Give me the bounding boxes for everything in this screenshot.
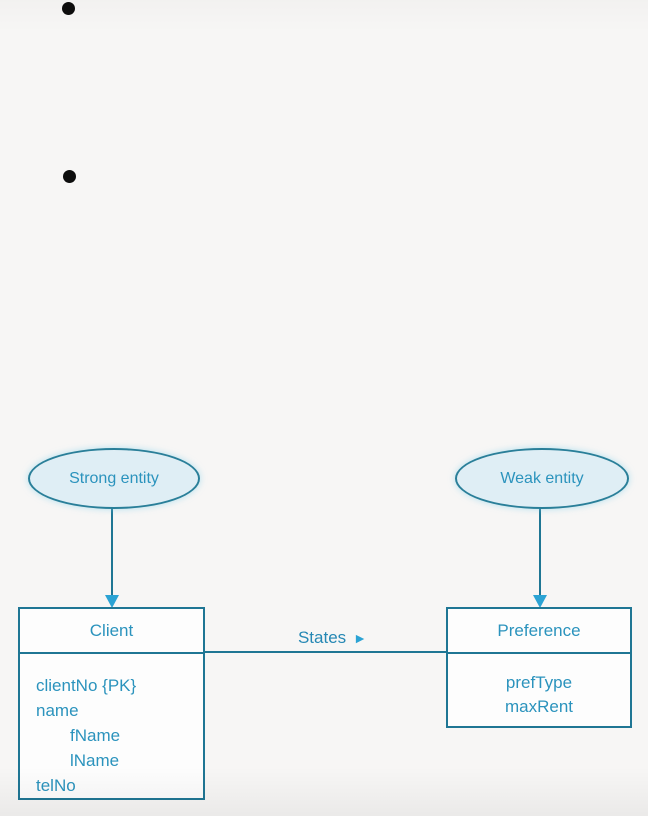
bullet-icon xyxy=(63,170,76,183)
entity-client-title: Client xyxy=(20,609,203,654)
entity-preference-title: Preference xyxy=(448,609,630,654)
entity-client-attributes: clientNo {PK} name fName lName telNo xyxy=(20,654,203,798)
strong-entity-legend-oval: Strong entity xyxy=(28,448,200,509)
arrow-right-icon: ► xyxy=(353,630,368,646)
entity-preference: Preference prefType maxRent xyxy=(446,607,632,728)
bullet-icon xyxy=(62,2,75,15)
attribute-clientno: clientNo {PK} xyxy=(36,676,137,695)
weak-entity-legend-label: Weak entity xyxy=(500,469,584,487)
attribute-name: name xyxy=(36,701,79,720)
attribute-telno: telNo xyxy=(36,776,76,795)
relationship-name: States xyxy=(297,628,347,647)
entity-preference-attributes: prefType maxRent xyxy=(448,654,630,719)
attribute-lname: lName xyxy=(70,751,120,770)
entity-client: Client clientNo {PK} name fName lName te… xyxy=(18,607,205,800)
weak-entity-legend-oval: Weak entity xyxy=(455,448,629,509)
attribute-maxrent: maxRent xyxy=(504,697,574,716)
relationship-label: States ► xyxy=(270,627,395,649)
attribute-preftype: prefType xyxy=(505,673,573,692)
attribute-fname: fName xyxy=(70,726,121,745)
strong-entity-legend-label: Strong entity xyxy=(69,469,159,487)
